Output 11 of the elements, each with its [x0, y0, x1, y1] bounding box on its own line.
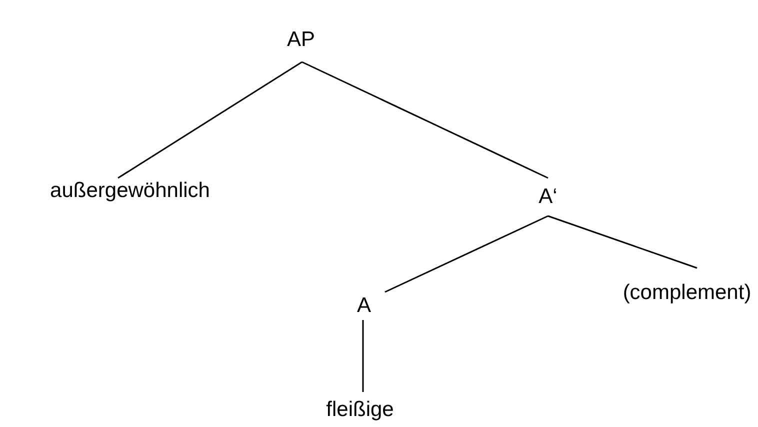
tree-branch-line — [384, 215, 548, 293]
tree-branch-line — [548, 215, 698, 269]
tree-branch-line — [118, 61, 302, 179]
tree-branch-line — [362, 320, 364, 392]
tree-node-label: A — [343, 292, 385, 320]
tree-node-label: A‘ — [525, 178, 571, 216]
tree-node-label: fleißige — [310, 392, 410, 427]
tree-node-label: (complement) — [622, 268, 752, 318]
tree-node-label: AP — [268, 18, 334, 62]
tree-branch-line — [302, 61, 548, 179]
tree-node-label: außergewöhnlich — [4, 178, 256, 204]
